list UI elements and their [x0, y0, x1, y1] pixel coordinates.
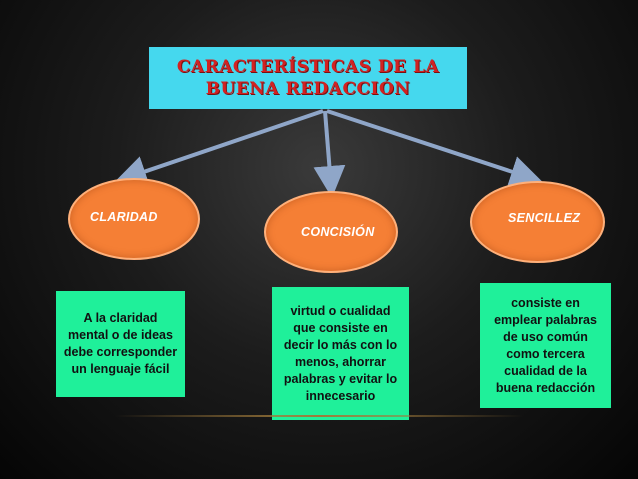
- description-claridad: A la claridad mental o de ideas debe cor…: [56, 291, 185, 397]
- title-box: CARACTERÍSTICAS DE LA BUENA REDACCIÓN: [149, 47, 467, 109]
- description-concision: virtud o cualidad que consiste en decir …: [272, 287, 409, 420]
- node-label-claridad: CLARIDAD: [90, 210, 158, 224]
- description-line: un lenguaje fácil: [71, 362, 170, 376]
- description-text: virtud o cualidad que consiste en decir …: [284, 303, 397, 405]
- node-claridad: CLARIDAD: [68, 178, 200, 260]
- title-line-2: BUENA REDACCIÓN: [205, 79, 411, 99]
- description-sencillez: consiste en emplear palabras de uso comú…: [480, 283, 611, 408]
- description-line: mental o de ideas: [68, 328, 173, 342]
- description-line: emplear palabras: [494, 312, 597, 327]
- description-line: decir lo más con lo: [283, 337, 398, 352]
- description-text: consiste en emplear palabras de uso comú…: [494, 295, 597, 397]
- arrow-to-sencillez: [326, 109, 543, 187]
- description-line: menos, ahorrar: [294, 354, 386, 369]
- description-text: A la claridad mental o de ideas debe cor…: [64, 310, 177, 378]
- node-label-sencillez: SENCILLEZ: [508, 211, 581, 225]
- description-line: buena redacción: [495, 380, 596, 395]
- description-line: innecesario: [305, 388, 376, 403]
- description-line: cualidad de la: [504, 363, 587, 378]
- arrow-to-claridad: [114, 109, 324, 187]
- title-line-1: CARACTERÍSTICAS DE LA: [176, 57, 440, 77]
- node-sencillez: SENCILLEZ: [470, 181, 605, 263]
- description-line: palabras y evitar lo: [283, 371, 398, 386]
- decorative-floor-line: [115, 415, 523, 417]
- description-line: de uso común: [503, 329, 588, 344]
- description-line: que consiste en: [293, 320, 388, 335]
- arrow-to-concision: [313, 110, 346, 198]
- description-line: debe corresponder: [63, 345, 178, 359]
- description-line: consiste en: [511, 295, 580, 310]
- description-line: A la claridad: [83, 311, 158, 325]
- description-line: como tercera: [506, 346, 585, 361]
- node-concision: CONCISIÓN: [264, 191, 398, 273]
- node-label-concision: CONCISIÓN: [301, 225, 375, 239]
- diagram-title: CARACTERÍSTICAS DE LA BUENA REDACCIÓN: [177, 56, 439, 100]
- description-line: virtud o cualidad: [290, 303, 391, 318]
